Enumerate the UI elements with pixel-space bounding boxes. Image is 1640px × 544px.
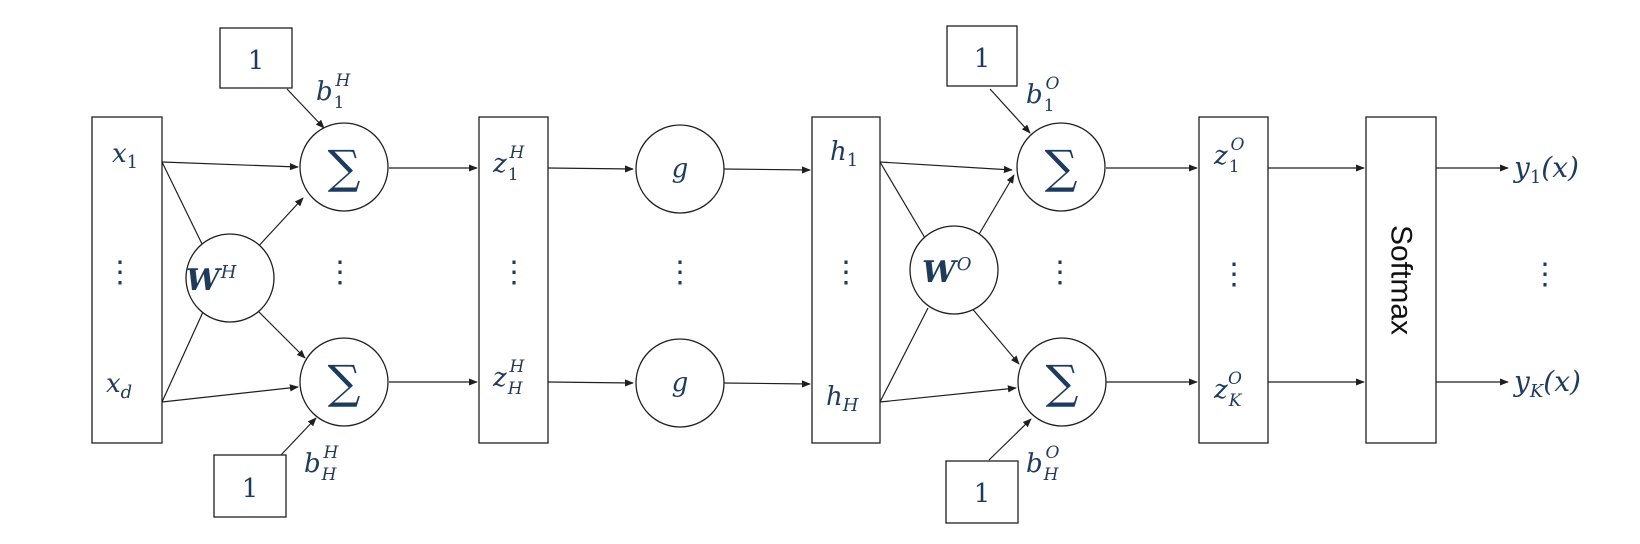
- output-weights-circle: [909, 225, 999, 315]
- edge-biasbox-sum-bottom: [280, 417, 317, 456]
- hidden-bias-box-bottom-label: 1: [242, 474, 259, 504]
- outputs: y1(x) ⋮ yK(x): [1512, 151, 1581, 402]
- output-bias-label-top: b1O: [1026, 74, 1059, 116]
- output-bias-box-top-label: 1: [974, 44, 991, 74]
- input-layer-box: [91, 116, 163, 444]
- edge-xd-sum-bottom: [161, 384, 299, 403]
- edge-x1-wh: [161, 161, 204, 247]
- edge-wo-sum-bottom: [969, 305, 1020, 365]
- activation-ellipsis: ⋮: [665, 255, 695, 290]
- hidden-ellipsis: ⋮: [831, 255, 861, 290]
- softmax-label: Softmax: [1385, 225, 1418, 335]
- edge-g-top-h1: [722, 166, 811, 174]
- output-bias-top: 1 b1O: [946, 25, 1059, 116]
- hidden-weights-circle: [185, 233, 275, 323]
- output-weights-label: WO: [922, 254, 972, 290]
- hidden-bias-box-bottom: [213, 454, 287, 518]
- sum-icon: ∑: [1045, 140, 1078, 194]
- hidden-preactivation-box: [478, 116, 549, 444]
- hidden-sum-top: ∑: [299, 122, 389, 212]
- output-pre-ellipsis: ⋮: [1219, 257, 1249, 292]
- edge-biasbox-osum-bottom: [988, 418, 1032, 461]
- activation-top-circle: [635, 124, 725, 214]
- edge-biasbox-sum-top: [286, 88, 325, 129]
- hidden-bias-label-bottom: bHH: [304, 443, 339, 485]
- hidden-bias-label-top: b1H: [316, 71, 351, 113]
- output-sum-bottom: ∑: [1017, 337, 1107, 427]
- hidden-sum-bottom: ∑: [299, 337, 389, 427]
- input-x1: x1: [112, 139, 138, 173]
- output-pre-top: z1O: [1213, 135, 1245, 177]
- input-xd: xd: [106, 369, 132, 403]
- hidden-weights-node: WH: [185, 233, 275, 323]
- output-preactivation-layer: z1O ⋮ zKO: [1198, 116, 1269, 444]
- hidden-bias-top: 1 b1H: [219, 27, 351, 113]
- hidden-bias-bottom: 1 bHH: [213, 443, 339, 518]
- hidden-sum-top-circle: [299, 122, 389, 212]
- edge-xd-wh: [161, 311, 204, 403]
- softmax-block: Softmax: [1365, 116, 1437, 444]
- edge-x1-sum-top: [161, 161, 299, 171]
- hidden-layer-box: [811, 116, 881, 444]
- output-bias-box-top: [946, 25, 1018, 87]
- output-sum-bottom-circle: [1017, 337, 1107, 427]
- activation-bottom-label: g: [672, 368, 689, 398]
- activation-top: g: [635, 124, 725, 214]
- input-ellipsis: ⋮: [105, 255, 135, 290]
- edge-zh1-g-top: [547, 165, 634, 173]
- hidden-h1: h1: [830, 137, 858, 171]
- edge-wo-sum-top: [977, 174, 1015, 237]
- hidden-weights-label: WH: [186, 262, 237, 298]
- output-ellipsis: ⋮: [1530, 257, 1560, 292]
- edges: [161, 88, 1509, 461]
- edge-h1-sum-top: [879, 161, 1013, 174]
- edge-h1-wo: [879, 161, 926, 239]
- output-preactivation-box: [1198, 116, 1269, 444]
- hidden-bias-box-top: [219, 27, 293, 89]
- output-weights-node: WO: [909, 225, 999, 315]
- output-bias-box-bottom-label: 1: [974, 479, 991, 509]
- hidden-pre-bottom: zHH: [492, 357, 526, 399]
- output-pre-bottom: zKO: [1213, 369, 1243, 411]
- softmax-box: [1365, 116, 1437, 444]
- output-bias-bottom: 1 bHO: [945, 443, 1060, 524]
- activation-bottom-circle: [635, 338, 725, 428]
- edge-g-bottom-hH: [722, 380, 811, 388]
- output-bias-box-bottom: [945, 460, 1019, 524]
- sum-icon: ∑: [328, 355, 361, 409]
- edge-hH-sum-bottom: [879, 385, 1017, 403]
- output-y1: y1(x): [1512, 151, 1579, 188]
- hidden-sum-ellipsis: ⋮: [325, 255, 355, 290]
- output-sum-top-circle: [1016, 122, 1106, 212]
- hidden-bias-box-top-label: 1: [248, 46, 265, 76]
- sum-icon: ∑: [1046, 355, 1079, 409]
- hidden-pre-top: z1H: [492, 143, 526, 185]
- hidden-pre-ellipsis: ⋮: [499, 255, 529, 290]
- hidden-preactivation-layer: z1H ⋮ zHH: [478, 116, 549, 444]
- output-sum-top: ∑: [1016, 122, 1106, 212]
- activation-top-label: g: [672, 154, 689, 184]
- edge-biasbox-osum-top: [989, 88, 1031, 134]
- hidden-sum-bottom-circle: [299, 337, 389, 427]
- hidden-hH: hH: [826, 382, 859, 416]
- input-layer: x1 ⋮ xd: [91, 116, 163, 444]
- output-sum-ellipsis: ⋮: [1045, 255, 1075, 290]
- edge-hH-wo: [879, 307, 929, 403]
- sum-icon: ∑: [328, 140, 361, 194]
- output-bias-label-bottom: bHO: [1026, 443, 1060, 485]
- edge-wh-sum-bottom: [254, 307, 306, 359]
- hidden-layer: h1 ⋮ hH: [811, 116, 881, 444]
- output-yK: yK(x): [1512, 365, 1581, 402]
- activation-bottom: g: [635, 338, 725, 428]
- edge-zhH-g-bottom: [547, 379, 634, 387]
- edge-wh-sum-top: [254, 197, 304, 251]
